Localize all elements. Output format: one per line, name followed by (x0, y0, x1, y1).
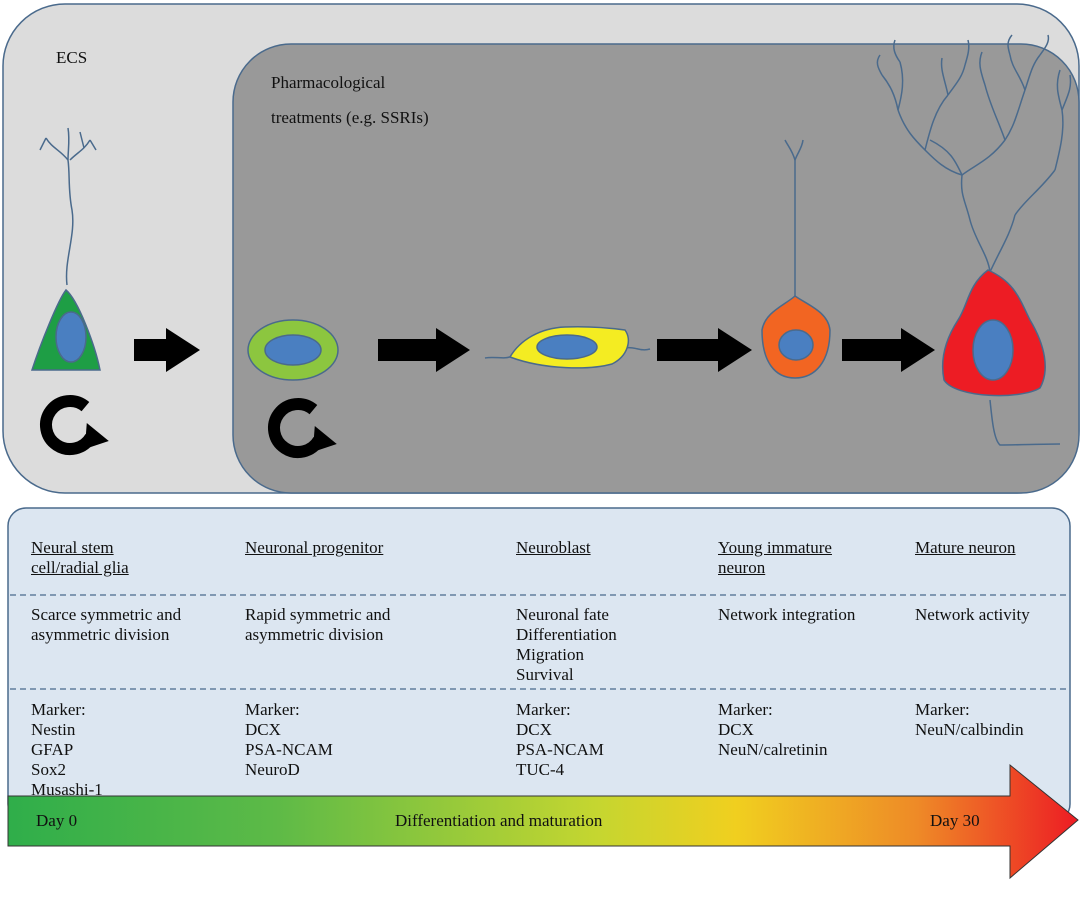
self-renewal-cycle-icon (268, 398, 337, 458)
process-line: Neuronal fate (516, 605, 609, 624)
header-line: neuron (718, 558, 766, 577)
right-arrow-icon (134, 328, 200, 372)
markers-line: PSA-NCAM (516, 740, 604, 759)
timeline-middle-label: Differentiation and maturation (395, 811, 603, 830)
process-line: Survival (516, 665, 574, 684)
table-cell-markers: Marker:NeuN/calbindin (915, 700, 1024, 740)
markers-line: Marker: (718, 700, 773, 719)
process-line: asymmetric division (245, 625, 384, 644)
pharmacological-panel (232, 43, 1080, 494)
pharmacological-label-line-2: treatments (e.g. SSRIs) (271, 108, 429, 127)
neuroblast-cell (484, 326, 651, 369)
markers-line: DCX (245, 720, 281, 739)
ecs-label: ECS (56, 48, 88, 67)
markers-line: GFAP (31, 740, 74, 759)
right-arrow-icon (378, 328, 470, 372)
header-line: Young immature (718, 538, 832, 557)
markers-line: Marker: (31, 700, 86, 719)
header-line: Neuronal progenitor (245, 538, 384, 557)
self-renewal-cycle-icon (40, 395, 109, 455)
young-immature-neuron (761, 139, 831, 379)
table-cell-header: Neuroblast (516, 538, 591, 558)
markers-line: PSA-NCAM (245, 740, 333, 759)
markers-line: Marker: (516, 700, 571, 719)
markers-line: NeuN/calbindin (915, 720, 1024, 739)
process-line: Differentiation (516, 625, 617, 644)
markers-line: Marker: (245, 700, 300, 719)
process-line: Network integration (718, 605, 856, 624)
markers-line: Marker: (915, 700, 970, 719)
markers-line: DCX (516, 720, 552, 739)
pharmacological-label-line-1: Pharmacological (271, 73, 386, 92)
process-line: Migration (516, 645, 584, 664)
right-arrow-icon (657, 328, 752, 372)
markers-line: NeuroD (245, 760, 300, 779)
markers-line: DCX (718, 720, 754, 739)
markers-line: Nestin (31, 720, 76, 739)
table-cell-header: Neuronal progenitor (245, 538, 383, 558)
header-line: cell/radial glia (31, 558, 129, 577)
table-cell-header: Mature neuron (915, 538, 1016, 558)
header-line: Neuroblast (516, 538, 591, 557)
neural-stem-cell (30, 127, 101, 371)
markers-line: Musashi-1 (31, 780, 103, 799)
mature-neuron (876, 34, 1072, 446)
transition-arrows (134, 328, 935, 372)
header-line: Neural stem (31, 538, 114, 557)
process-line: Rapid symmetric and (245, 605, 391, 624)
markers-line: NeuN/calretinin (718, 740, 828, 759)
process-line: Network activity (915, 605, 1030, 624)
timeline-start-label: Day 0 (36, 811, 78, 830)
process-line: Scarce symmetric and (31, 605, 182, 624)
markers-line: TUC-4 (516, 760, 565, 779)
timeline-arrow (7, 763, 1079, 880)
table-cell-process: Network integration (718, 605, 855, 625)
table-cell-process: Network activity (915, 605, 1030, 625)
neuronal-progenitor-cell (247, 319, 339, 381)
process-line: asymmetric division (31, 625, 170, 644)
header-line: Mature neuron (915, 538, 1016, 557)
markers-line: Sox2 (31, 760, 66, 779)
timeline-end-label: Day 30 (930, 811, 980, 830)
right-arrow-icon (842, 328, 935, 372)
